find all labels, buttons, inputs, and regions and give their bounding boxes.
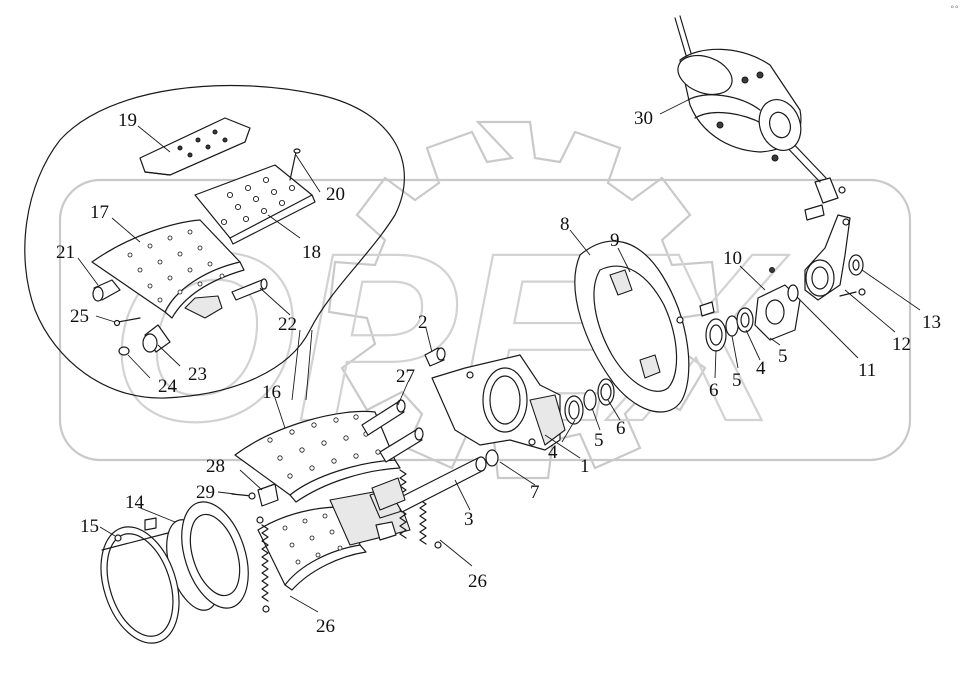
label-29: 29 — [196, 482, 215, 503]
clevis-pin — [779, 135, 846, 221]
part-10-chamber-bracket — [754, 267, 801, 341]
part-11-bolt — [839, 288, 866, 297]
label-3: 3 — [464, 509, 474, 530]
part-9-shield-bolt — [676, 301, 715, 324]
part-28-retainer-plate — [257, 483, 279, 507]
part-15-screw — [114, 517, 157, 542]
part-30-brake-chamber — [674, 15, 802, 162]
part-4-seal-right — [736, 307, 754, 333]
label-4-right: 4 — [756, 358, 766, 379]
part-3-camshaft — [371, 456, 487, 513]
part-5-washer-right-b — [787, 284, 799, 302]
part-17-brake-shoe — [91, 219, 245, 319]
part-14-dust-cover — [100, 526, 180, 644]
part-29-bolt — [231, 492, 256, 500]
label-2: 2 — [418, 312, 428, 333]
part-25-clip — [113, 317, 141, 327]
label-12: 12 — [892, 334, 911, 355]
part-26-return-spring-left — [256, 516, 270, 613]
label-17: 17 — [90, 202, 109, 223]
label-30: 30 — [634, 108, 653, 129]
part-6-bushing-left — [597, 378, 615, 406]
label-26-right: 26 — [468, 571, 487, 592]
label-5-left: 5 — [594, 430, 604, 451]
part-4-seal-left — [564, 395, 584, 425]
part-7-seal-ring — [485, 449, 499, 467]
label-18: 18 — [302, 242, 321, 263]
label-16: 16 — [262, 382, 281, 403]
part-8-dust-shield — [574, 240, 690, 413]
label-25: 25 — [70, 306, 89, 327]
label-1: 1 — [580, 456, 590, 477]
part-23-roller — [142, 324, 171, 353]
label-8: 8 — [560, 214, 570, 235]
label-4-left: 4 — [548, 442, 558, 463]
label-15: 15 — [80, 516, 99, 537]
part-labels: 19 20 18 17 21 22 25 23 24 16 27 2 28 29… — [56, 108, 941, 637]
label-21: 21 — [56, 242, 75, 263]
part-20-rivet — [289, 148, 301, 181]
part-1-camshaft-bracket — [431, 354, 566, 451]
detail-balloon — [24, 84, 405, 399]
label-28: 28 — [206, 456, 225, 477]
part-5-washer-left — [583, 389, 597, 411]
part-14-brake-drum — [166, 501, 249, 611]
part-19-lining-strip — [139, 117, 251, 176]
part-22-pin — [231, 278, 268, 301]
label-24: 24 — [158, 376, 178, 397]
balloon-leader-1 — [291, 329, 301, 401]
label-5-right-a: 5 — [732, 370, 742, 391]
part-2-grease-fitting — [424, 347, 446, 367]
label-11: 11 — [858, 360, 876, 381]
part-21-bushing — [92, 279, 121, 302]
balloon-leader-2 — [305, 329, 313, 401]
part-12-slack-adjuster — [804, 214, 851, 301]
label-22: 22 — [278, 314, 297, 335]
leader-lines — [77, 99, 921, 613]
label-6-right: 6 — [709, 380, 719, 401]
part-18-brake-lining — [194, 164, 316, 245]
label-23: 23 — [188, 364, 207, 385]
label-10: 10 — [723, 248, 742, 269]
label-5-right-b: 5 — [778, 346, 788, 367]
label-13: 13 — [922, 312, 941, 333]
label-9: 9 — [610, 230, 620, 251]
label-7: 7 — [530, 482, 540, 503]
label-19: 19 — [118, 110, 137, 131]
part-27-anchor-pins — [361, 399, 424, 463]
part-6-bushing-right — [705, 318, 727, 352]
watermark-gear — [327, 120, 720, 480]
part-24-washer — [118, 346, 130, 356]
part-5-washer-right-a — [725, 315, 739, 337]
label-20: 20 — [326, 184, 345, 205]
label-27: 27 — [396, 366, 415, 387]
label-14: 14 — [125, 492, 145, 513]
label-26-left: 26 — [316, 616, 335, 637]
corner-mark: °° — [950, 5, 959, 15]
label-6-left: 6 — [616, 418, 626, 439]
part-13-washer — [848, 254, 864, 276]
